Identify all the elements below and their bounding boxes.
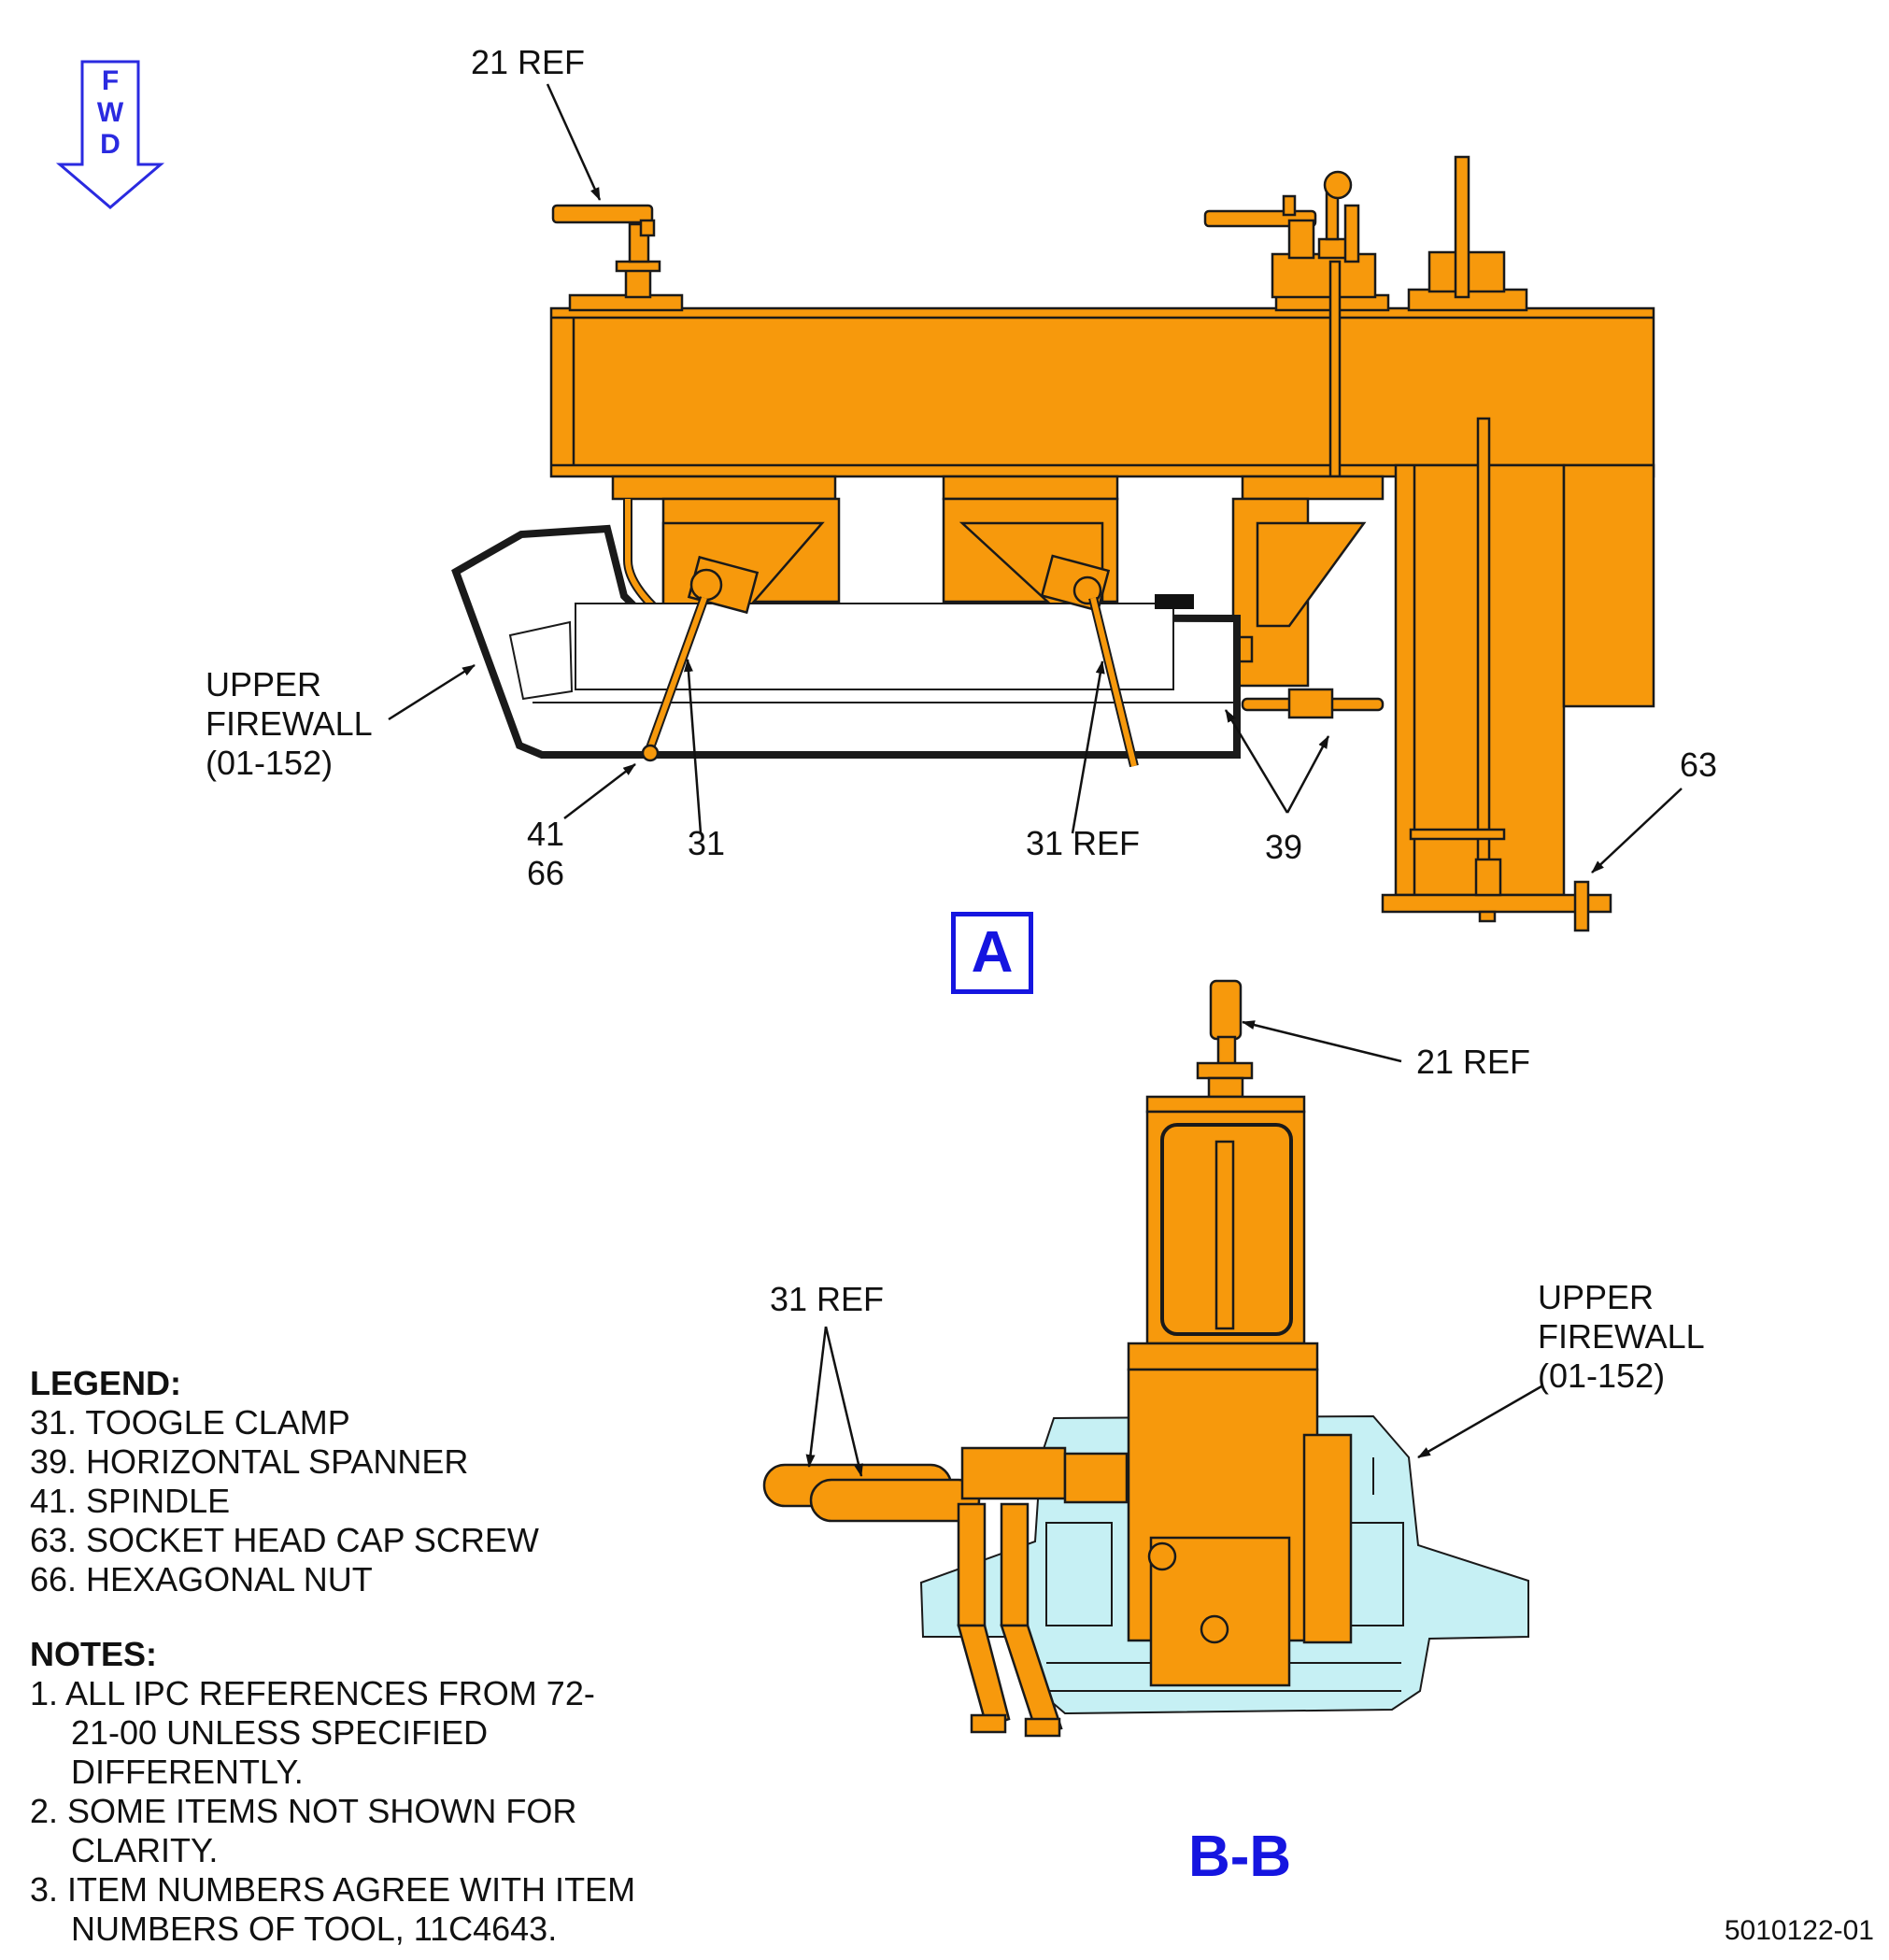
- legend-item: 31. TOOGLE CLAMP: [30, 1403, 350, 1442]
- callout-41-66: 41 66: [527, 815, 565, 892]
- callout-39: 39: [1265, 828, 1303, 866]
- toggle-clamp-31-left: [641, 555, 760, 762]
- callout-31-ref-view-bb: 31 REF: [770, 1280, 885, 1318]
- leaders-view-a: [388, 83, 1683, 873]
- legend-item: 63. SOCKET HEAD CAP SCREW: [30, 1521, 539, 1559]
- legend: LEGEND: 31. TOOGLE CLAMP 39. HORIZONTAL …: [30, 1364, 665, 1599]
- fwd-indicator: FWD: [82, 65, 138, 161]
- fwd-arrow-icon: [55, 60, 165, 209]
- notes-title: NOTES:: [30, 1635, 158, 1673]
- main-beam: [549, 306, 1655, 478]
- toggle-clamp-31-right: [1040, 554, 1139, 768]
- view-a-label: A: [951, 912, 1033, 994]
- notes: NOTES: 1. ALL IPC REFERENCES FROM 72-21-…: [30, 1635, 703, 1949]
- note-item: 1. ALL IPC REFERENCES FROM 72-21-00 UNLE…: [30, 1674, 595, 1791]
- callout-21-ref-view-bb: 21 REF: [1416, 1043, 1531, 1081]
- note-item: 3. ITEM NUMBERS AGREE WITH ITEM NUMBERS …: [30, 1870, 636, 1948]
- leaders-view-bb: [805, 1020, 1542, 1477]
- fwd-text: FWD: [96, 65, 124, 160]
- callout-31: 31: [688, 824, 726, 862]
- legend-item: 39. HORIZONTAL SPANNER: [30, 1442, 469, 1481]
- view-bb-label: B-B: [1188, 1825, 1292, 1889]
- legend-item: 66. HEXAGONAL NUT: [30, 1560, 373, 1598]
- callout-upper-firewall-view-a: UPPER FIREWALL (01-152): [206, 665, 373, 782]
- callout-31-ref-view-a: 31 REF: [1026, 824, 1141, 862]
- figure-id: 5010122-01: [1724, 1915, 1874, 1946]
- view-a-drawing: [549, 155, 1655, 932]
- callout-63: 63: [1680, 746, 1718, 784]
- callout-upper-firewall-view-bb: UPPER FIREWALL (01-152): [1538, 1278, 1705, 1395]
- legend-title: LEGEND:: [30, 1364, 181, 1402]
- legend-item: 41. SPINDLE: [30, 1482, 231, 1520]
- clamp-column-view-bb: [1127, 979, 1353, 1687]
- callout-21-ref-view-a: 21 REF: [471, 43, 586, 81]
- toggle-clamps-view-bb: [762, 1446, 1129, 1738]
- note-item: 2. SOME ITEMS NOT SHOWN FOR CLARITY.: [30, 1792, 577, 1869]
